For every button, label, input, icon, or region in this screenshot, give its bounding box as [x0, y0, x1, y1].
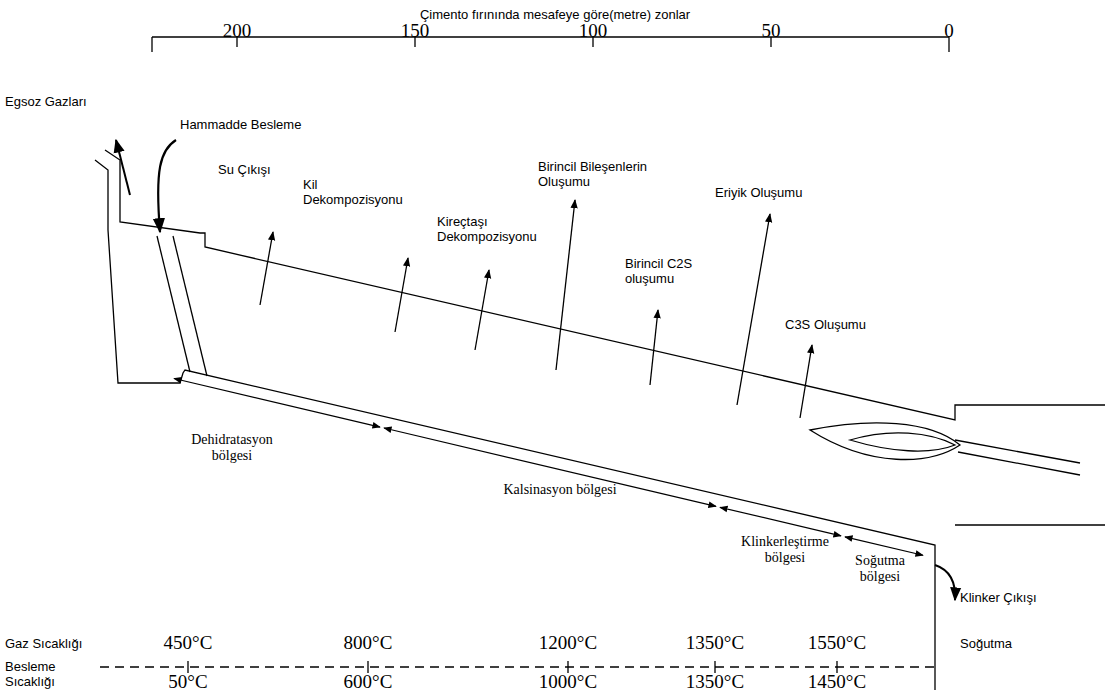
diagram-label: Su Çıkışı	[218, 163, 271, 178]
drawing-part	[95, 37, 1105, 690]
diagram-label: 1350°C	[686, 671, 744, 693]
zone-arrow	[720, 507, 841, 536]
diagram-label: 1200°C	[539, 632, 597, 654]
diagram-label: Soğutma bölgesi	[843, 553, 918, 585]
feed-chute	[173, 236, 207, 376]
diagram-label: 50	[762, 20, 781, 42]
reaction-arrow	[737, 214, 770, 405]
diagram-label: 50°C	[168, 671, 207, 693]
diagram-label: C3S Oluşumu	[785, 318, 866, 333]
burner-pipe	[958, 452, 1080, 475]
diagram-label: 600°C	[344, 671, 393, 693]
kiln-upper-wall	[105, 150, 1105, 420]
diagram-label: Eriyik Oluşumu	[715, 186, 802, 201]
diagram-label: Hammadde Besleme	[180, 118, 301, 133]
reaction-arrow	[395, 258, 408, 332]
feed-arrow	[158, 140, 176, 232]
reaction-arrow	[800, 345, 812, 418]
ruler-tick	[151, 37, 152, 52]
temperature-axis	[100, 666, 935, 667]
diagram-label: Klinker Çıkışı	[960, 591, 1037, 606]
diagram-label: Kil Dekompozisyonu	[303, 178, 408, 208]
diagram-label: 200	[223, 20, 252, 42]
diagram-label: 100	[579, 20, 608, 42]
diagram-label: 1000°C	[539, 671, 597, 693]
burner-flame	[810, 423, 960, 460]
diagram-label: Soğutma	[960, 637, 1012, 652]
zone-arrow	[174, 378, 380, 427]
diagram-label: Dehidratasyon bölgesi	[172, 432, 292, 464]
cooler-wall	[955, 524, 1105, 525]
reaction-arrow	[556, 200, 575, 370]
reaction-arrow	[260, 232, 273, 305]
diagram-label: Birincil Bileşenlerin Oluşumu	[538, 160, 688, 190]
diagram-label: Kireçtaşı Dekompozisyonu	[437, 215, 562, 245]
diagram-label: Klinkerleştirme bölgesi	[725, 534, 845, 566]
diagram-label: Kalsinasyon bölgesi	[500, 482, 620, 498]
zone-arrows	[174, 378, 923, 555]
clinker-arrow	[935, 565, 955, 600]
feed-chute	[157, 236, 190, 372]
diagram-title: Çimento fırınında mesafeye göre(metre) z…	[420, 8, 690, 23]
zone-arrow	[384, 428, 716, 506]
diagram-label: Besleme Sıcaklığı	[5, 660, 75, 690]
zone-arrow	[845, 537, 923, 555]
reaction-arrow	[475, 270, 489, 350]
diagram-label: 1350°C	[686, 632, 744, 654]
diagram-label: 800°C	[344, 632, 393, 654]
diagram-label: 450°C	[164, 632, 213, 654]
ruler-line	[152, 36, 949, 37]
kiln-lower-wall	[95, 160, 935, 690]
reaction-arrow	[650, 310, 658, 385]
diagram-label: 0	[944, 20, 954, 42]
diagram-label: 1550°C	[808, 632, 866, 654]
diagram-label: 150	[401, 20, 430, 42]
diagram-label: Egsoz Gazları	[5, 95, 87, 110]
burner-pipe	[955, 440, 1080, 463]
exhaust-arrow	[116, 140, 130, 195]
diagram-label: Gaz Sıcaklığı	[5, 637, 82, 652]
burner-flame	[850, 433, 955, 451]
diagram-label: Birincil C2S oluşumu	[625, 257, 725, 287]
diagram-label: 1450°C	[808, 671, 866, 693]
